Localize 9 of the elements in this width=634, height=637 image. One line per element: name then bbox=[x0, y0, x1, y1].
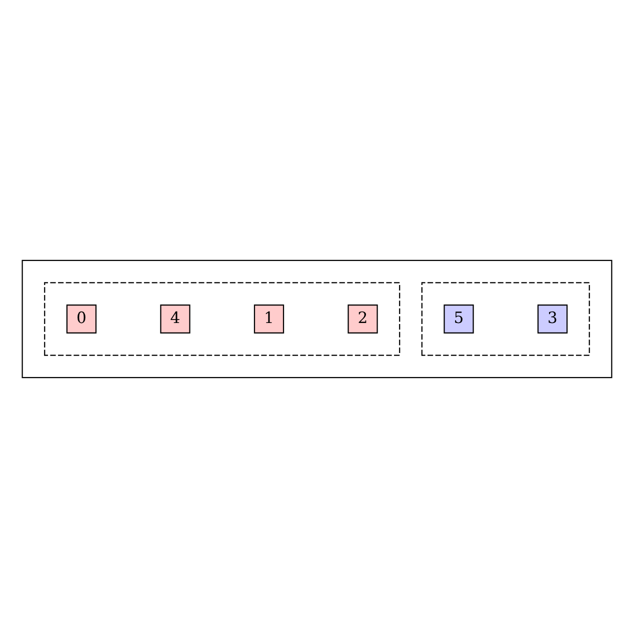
node-box: 4 bbox=[160, 304, 190, 334]
cluster bbox=[22, 259, 612, 378]
node-box: 5 bbox=[444, 304, 474, 334]
node-box: 1 bbox=[254, 304, 284, 334]
cluster bbox=[44, 282, 400, 356]
node-box: 0 bbox=[66, 304, 97, 334]
node-box: 2 bbox=[348, 304, 378, 334]
node-box: 3 bbox=[537, 304, 568, 334]
cluster bbox=[421, 282, 590, 356]
